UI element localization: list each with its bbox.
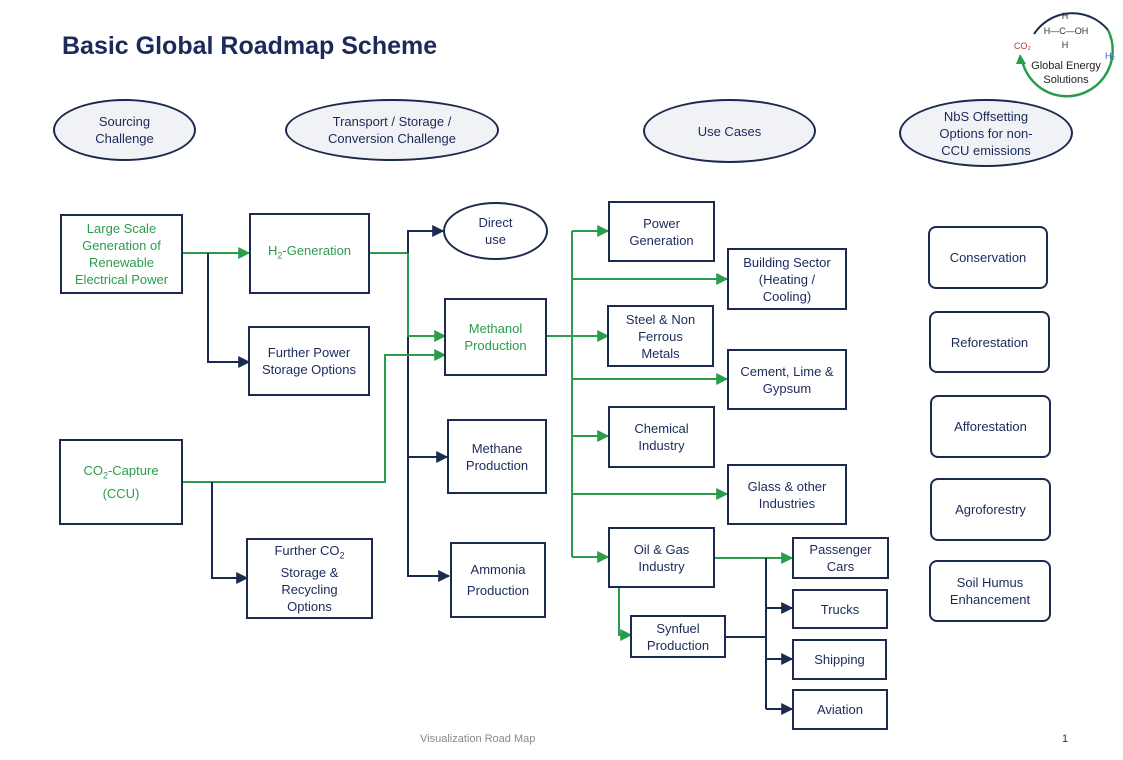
box-oil-gas-industry: Oil & Gas Industry bbox=[608, 527, 715, 588]
global-energy-solutions-logo: H H—C—OH H CO₂ H₂ Global Energy Solution… bbox=[1014, 11, 1115, 98]
page-number: 1 bbox=[1062, 733, 1069, 745]
line-co2-methanol bbox=[183, 349, 447, 483]
ellipse-direct-use: Direct use bbox=[443, 202, 548, 260]
box-cement-lime-gypsum: Cement, Lime & Gypsum bbox=[727, 349, 847, 410]
box-co2-capture: CO2-Capture (CCU) bbox=[59, 439, 183, 525]
box-ammonia-production: Ammonia Production bbox=[450, 542, 546, 618]
line-renewable-storage bbox=[207, 253, 251, 368]
co2-storage-subscript: 2 bbox=[339, 550, 345, 561]
footer-caption: Visualization Road Map bbox=[420, 733, 536, 745]
logo-h2: H₂ bbox=[1105, 51, 1115, 61]
co2-storage-prefix: Further CO bbox=[274, 542, 340, 558]
logo-line2: Solutions bbox=[1043, 74, 1089, 86]
box-methanol-production: Methanol Production bbox=[444, 298, 547, 376]
h2-subscript: 2 bbox=[277, 250, 283, 261]
box-passenger-cars: Passenger Cars bbox=[792, 537, 889, 579]
box-methane-production: Methane Production bbox=[447, 419, 547, 494]
nbs-soil-humus-enhancement: Soil Humus Enhancement bbox=[929, 560, 1051, 622]
logo-arc-navy bbox=[1033, 12, 1109, 35]
h2-suffix: -Generation bbox=[282, 243, 352, 259]
box-further-power-storage: Further Power Storage Options bbox=[248, 326, 370, 396]
header-sourcing-challenge: Sourcing Challenge bbox=[53, 99, 196, 161]
box-synfuel-production: Synfuel Production bbox=[630, 615, 726, 658]
logo-line1: Global Energy bbox=[1031, 60, 1101, 72]
header-use-cases: Use Cases bbox=[643, 99, 816, 163]
h2-prefix: H bbox=[267, 243, 278, 259]
header-nbs-offsetting: NbS Offsetting Options for non- CCU emis… bbox=[899, 99, 1073, 167]
header-transport-storage-conversion: Transport / Storage / Conversion Challen… bbox=[285, 99, 499, 161]
box-aviation: Aviation bbox=[792, 689, 888, 730]
line-co2-storage bbox=[211, 482, 249, 584]
page-title: Basic Global Roadmap Scheme bbox=[62, 32, 438, 60]
logo-formula-h-top: H bbox=[1062, 11, 1069, 21]
co2-capture-subscript: 2 bbox=[102, 470, 108, 481]
logo-co2: CO₂ bbox=[1014, 41, 1032, 51]
logo-formula: H—C—OH bbox=[1044, 26, 1089, 36]
box-glass-other-industries: Glass & other Industries bbox=[727, 464, 847, 525]
co2-storage-suffix: Storage & Recycling Options bbox=[280, 565, 339, 615]
co2-capture-suffix: -Capture (CCU) bbox=[102, 463, 159, 501]
nbs-conservation: Conservation bbox=[928, 226, 1048, 289]
line-branch-direct bbox=[407, 225, 445, 253]
box-renewable-power: Large Scale Generation of Renewable Elec… bbox=[60, 214, 183, 294]
line-branch-ammonia bbox=[407, 253, 451, 582]
nbs-afforestation: Afforestation bbox=[930, 395, 1051, 458]
box-chemical-industry: Chemical Industry bbox=[608, 406, 715, 468]
box-trucks: Trucks bbox=[792, 589, 888, 629]
logo-formula-h-bottom: H bbox=[1062, 40, 1069, 50]
line-oilgas-synfuel bbox=[618, 587, 633, 641]
nbs-reforestation: Reforestation bbox=[929, 311, 1050, 373]
line-h2-methanol bbox=[407, 253, 447, 342]
box-steel-metals: Steel & Non Ferrous Metals bbox=[607, 305, 714, 367]
nbs-agroforestry: Agroforestry bbox=[930, 478, 1051, 541]
box-further-co2-storage: Further CO2 Storage & Recycling Options bbox=[246, 538, 373, 619]
box-building-sector: Building Sector (Heating / Cooling) bbox=[727, 248, 847, 310]
logo-arc-green bbox=[1020, 29, 1114, 98]
box-h2-generation: H2-Generation bbox=[249, 213, 370, 294]
box-shipping: Shipping bbox=[792, 639, 887, 680]
box-power-generation: Power Generation bbox=[608, 201, 715, 262]
co2-capture-prefix: CO bbox=[83, 463, 103, 479]
